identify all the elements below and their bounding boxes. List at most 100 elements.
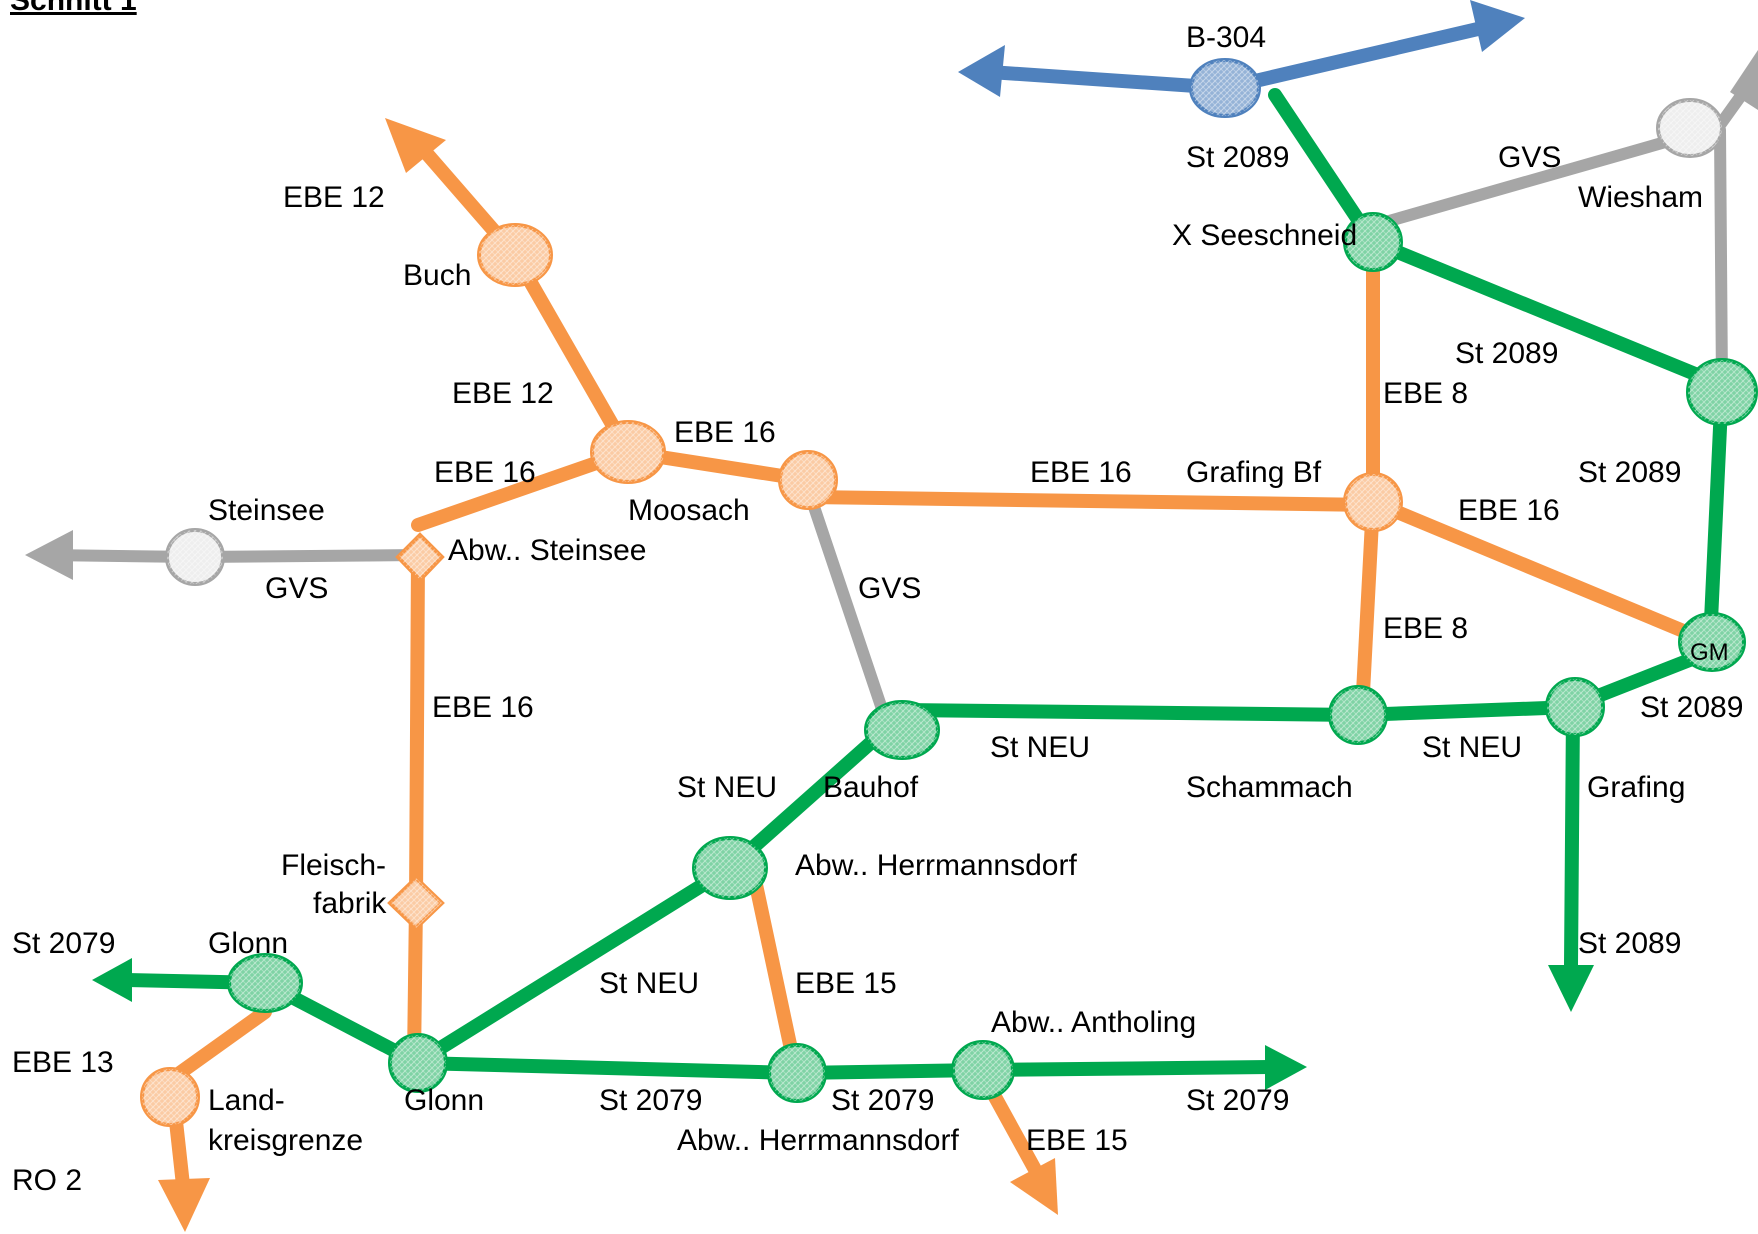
node-fleischfabrik-texture bbox=[390, 878, 442, 928]
road-st2079-antholing-east bbox=[976, 1060, 1277, 1077]
node-moosach-east-texture bbox=[780, 452, 836, 508]
label-x-seeschneid: X Seeschneid bbox=[1172, 219, 1357, 252]
arrowhead-ebe12-north-icon bbox=[385, 118, 446, 173]
arrowhead-ebe15-south-icon bbox=[1010, 1158, 1058, 1215]
label-ro2: RO 2 bbox=[12, 1164, 82, 1197]
node-abw-antholing-texture bbox=[953, 1042, 1013, 1098]
node-gm-texture bbox=[1680, 614, 1744, 670]
label-abw-herrmannsdorf-bottom: Abw.. Herrmannsdorf bbox=[677, 1124, 959, 1157]
label-gm: GM bbox=[1690, 639, 1729, 666]
node-bauhof-texture bbox=[866, 702, 938, 758]
node-abw-steinsee-texture bbox=[398, 535, 442, 580]
road-st2089-east-gm bbox=[1703, 378, 1729, 649]
label-fabrik: fabrik bbox=[313, 887, 387, 920]
road-st2089-seeschneid-east bbox=[1366, 235, 1729, 392]
road-ebe13 bbox=[163, 1005, 272, 1087]
label-abw-steinsee: Abw.. Steinsee bbox=[448, 534, 646, 567]
label-glonn-bottom: Glonn bbox=[404, 1084, 484, 1117]
label-kreisgrenze: kreisgrenze bbox=[208, 1124, 363, 1157]
node-st2089-east-texture bbox=[1688, 360, 1756, 424]
road-ebe16-grafing-bf-gm bbox=[1366, 495, 1712, 647]
node-moosach-texture bbox=[592, 422, 664, 482]
node-wiesham-texture bbox=[1658, 100, 1722, 156]
label-abw-herrmannsdorf-top: Abw.. Herrmannsdorf bbox=[795, 849, 1077, 882]
label-gvs-top: GVS bbox=[1498, 141, 1561, 174]
label-st2089-right-upper: St 2089 bbox=[1455, 337, 1558, 370]
label-ebe8-lower: EBE 8 bbox=[1383, 612, 1468, 645]
label-land: Land- bbox=[208, 1084, 285, 1117]
road-st-neu-schammach-grafing bbox=[1351, 700, 1580, 722]
arrowhead-gvs-wiesham-ne-icon bbox=[1730, 50, 1758, 110]
road-st2089-grafing-south bbox=[1564, 703, 1580, 972]
label-ebe13: EBE 13 bbox=[12, 1046, 114, 1079]
label-ebe16-vertical: EBE 16 bbox=[432, 691, 534, 724]
label-st2079-right: St 2079 bbox=[1186, 1084, 1289, 1117]
node-abw-herrmannsdorf-top-texture bbox=[694, 838, 766, 898]
road-ebe16-vertical bbox=[409, 550, 425, 910]
node-steinsee-texture bbox=[167, 530, 223, 584]
label-schammach: Schammach bbox=[1186, 771, 1353, 804]
node-grafing-bf-texture bbox=[1345, 474, 1401, 530]
arrowhead-b304-east-icon bbox=[1470, 0, 1525, 52]
label-ebe15-bottom: EBE 15 bbox=[1026, 1124, 1128, 1157]
road-st-neu-bauhof-schammach bbox=[895, 703, 1365, 722]
label-st2079-left: St 2079 bbox=[12, 927, 115, 960]
label-steinsee: Steinsee bbox=[208, 494, 325, 527]
node-b304-texture bbox=[1191, 60, 1259, 116]
labels-layer: B-304 St 2089 GVS Wiesham X Seeschneid E… bbox=[12, 21, 1743, 1197]
label-ebe16-long: EBE 16 bbox=[1030, 456, 1132, 489]
node-x-seeschneid-texture bbox=[1345, 214, 1401, 270]
road-ebe8-grafing-bf-schammach bbox=[1355, 495, 1380, 719]
road-ebe12-buch-moosach bbox=[508, 248, 635, 459]
node-schammach-texture bbox=[1330, 687, 1386, 743]
road-gvs-wiesham-vertical bbox=[1714, 124, 1728, 391]
label-ebe16-left: EBE 16 bbox=[434, 456, 536, 489]
road-gvs-center bbox=[799, 474, 891, 724]
label-ebe15-top: EBE 15 bbox=[795, 967, 897, 1000]
label-st-neu-right: St NEU bbox=[1422, 731, 1522, 764]
label-st-neu-bauhof: St NEU bbox=[677, 771, 777, 804]
label-st2079-a: St 2079 bbox=[599, 1084, 702, 1117]
road-gvs-top bbox=[1369, 129, 1696, 231]
label-b304: B-304 bbox=[1186, 21, 1266, 54]
label-st-neu-top: St NEU bbox=[990, 731, 1090, 764]
road-b304-east bbox=[1218, 18, 1502, 95]
label-ebe16-right: EBE 16 bbox=[1458, 494, 1560, 527]
label-st-neu-bottom: St NEU bbox=[599, 967, 699, 1000]
road-st2079-glonn-herrmannsdorf bbox=[411, 1056, 804, 1080]
node-glonn-top-texture bbox=[229, 955, 301, 1011]
node-abw-herrmannsdorf-bottom-texture bbox=[769, 1045, 825, 1101]
label-fleisch: Fleisch- bbox=[281, 849, 386, 882]
node-glonn-bottom-texture bbox=[390, 1035, 446, 1091]
arrowhead-ro2-south-icon bbox=[158, 1178, 210, 1232]
label-ebe12-top: EBE 12 bbox=[283, 181, 385, 214]
label-buch: Buch bbox=[403, 259, 471, 292]
label-st2089-bottom: St 2089 bbox=[1578, 927, 1681, 960]
node-buch-texture bbox=[479, 225, 551, 285]
arrowhead-b304-west-icon bbox=[958, 45, 1005, 97]
node-grafing-texture bbox=[1547, 679, 1603, 735]
label-abw-antholing: Abw.. Antholing bbox=[991, 1006, 1196, 1039]
label-ebe12-mid: EBE 12 bbox=[452, 377, 554, 410]
nodes-layer bbox=[140, 58, 1758, 1127]
label-gvs-center: GVS bbox=[858, 572, 921, 605]
arrowhead-st2079-west-icon bbox=[92, 958, 132, 1002]
arrowhead-st2089-south-icon bbox=[1548, 965, 1594, 1012]
road-b304-west bbox=[983, 65, 1232, 95]
label-ebe16-moosach-right: EBE 16 bbox=[674, 416, 776, 449]
label-wiesham: Wiesham bbox=[1578, 181, 1703, 214]
label-grafing-bf: Grafing Bf bbox=[1186, 456, 1322, 489]
label-bauhof: Bauhof bbox=[823, 771, 919, 804]
road-ebe15-herrmannsdorf bbox=[748, 873, 802, 1075]
road-ebe16-long bbox=[801, 490, 1380, 512]
label-st2089-right-mid: St 2089 bbox=[1578, 456, 1681, 489]
label-glonn-top: Glonn bbox=[208, 927, 288, 960]
road-st-neu-herrmannsdorf-glonn bbox=[411, 861, 737, 1069]
label-st2089-gm: St 2089 bbox=[1640, 691, 1743, 724]
node-landkreisgrenze-texture bbox=[142, 1069, 198, 1125]
label-moosach: Moosach bbox=[628, 494, 750, 527]
label-gvs-left: GVS bbox=[265, 572, 328, 605]
road-gvs-steinsee bbox=[189, 549, 426, 563]
diagram-title: Schnitt 1 bbox=[10, 0, 137, 17]
